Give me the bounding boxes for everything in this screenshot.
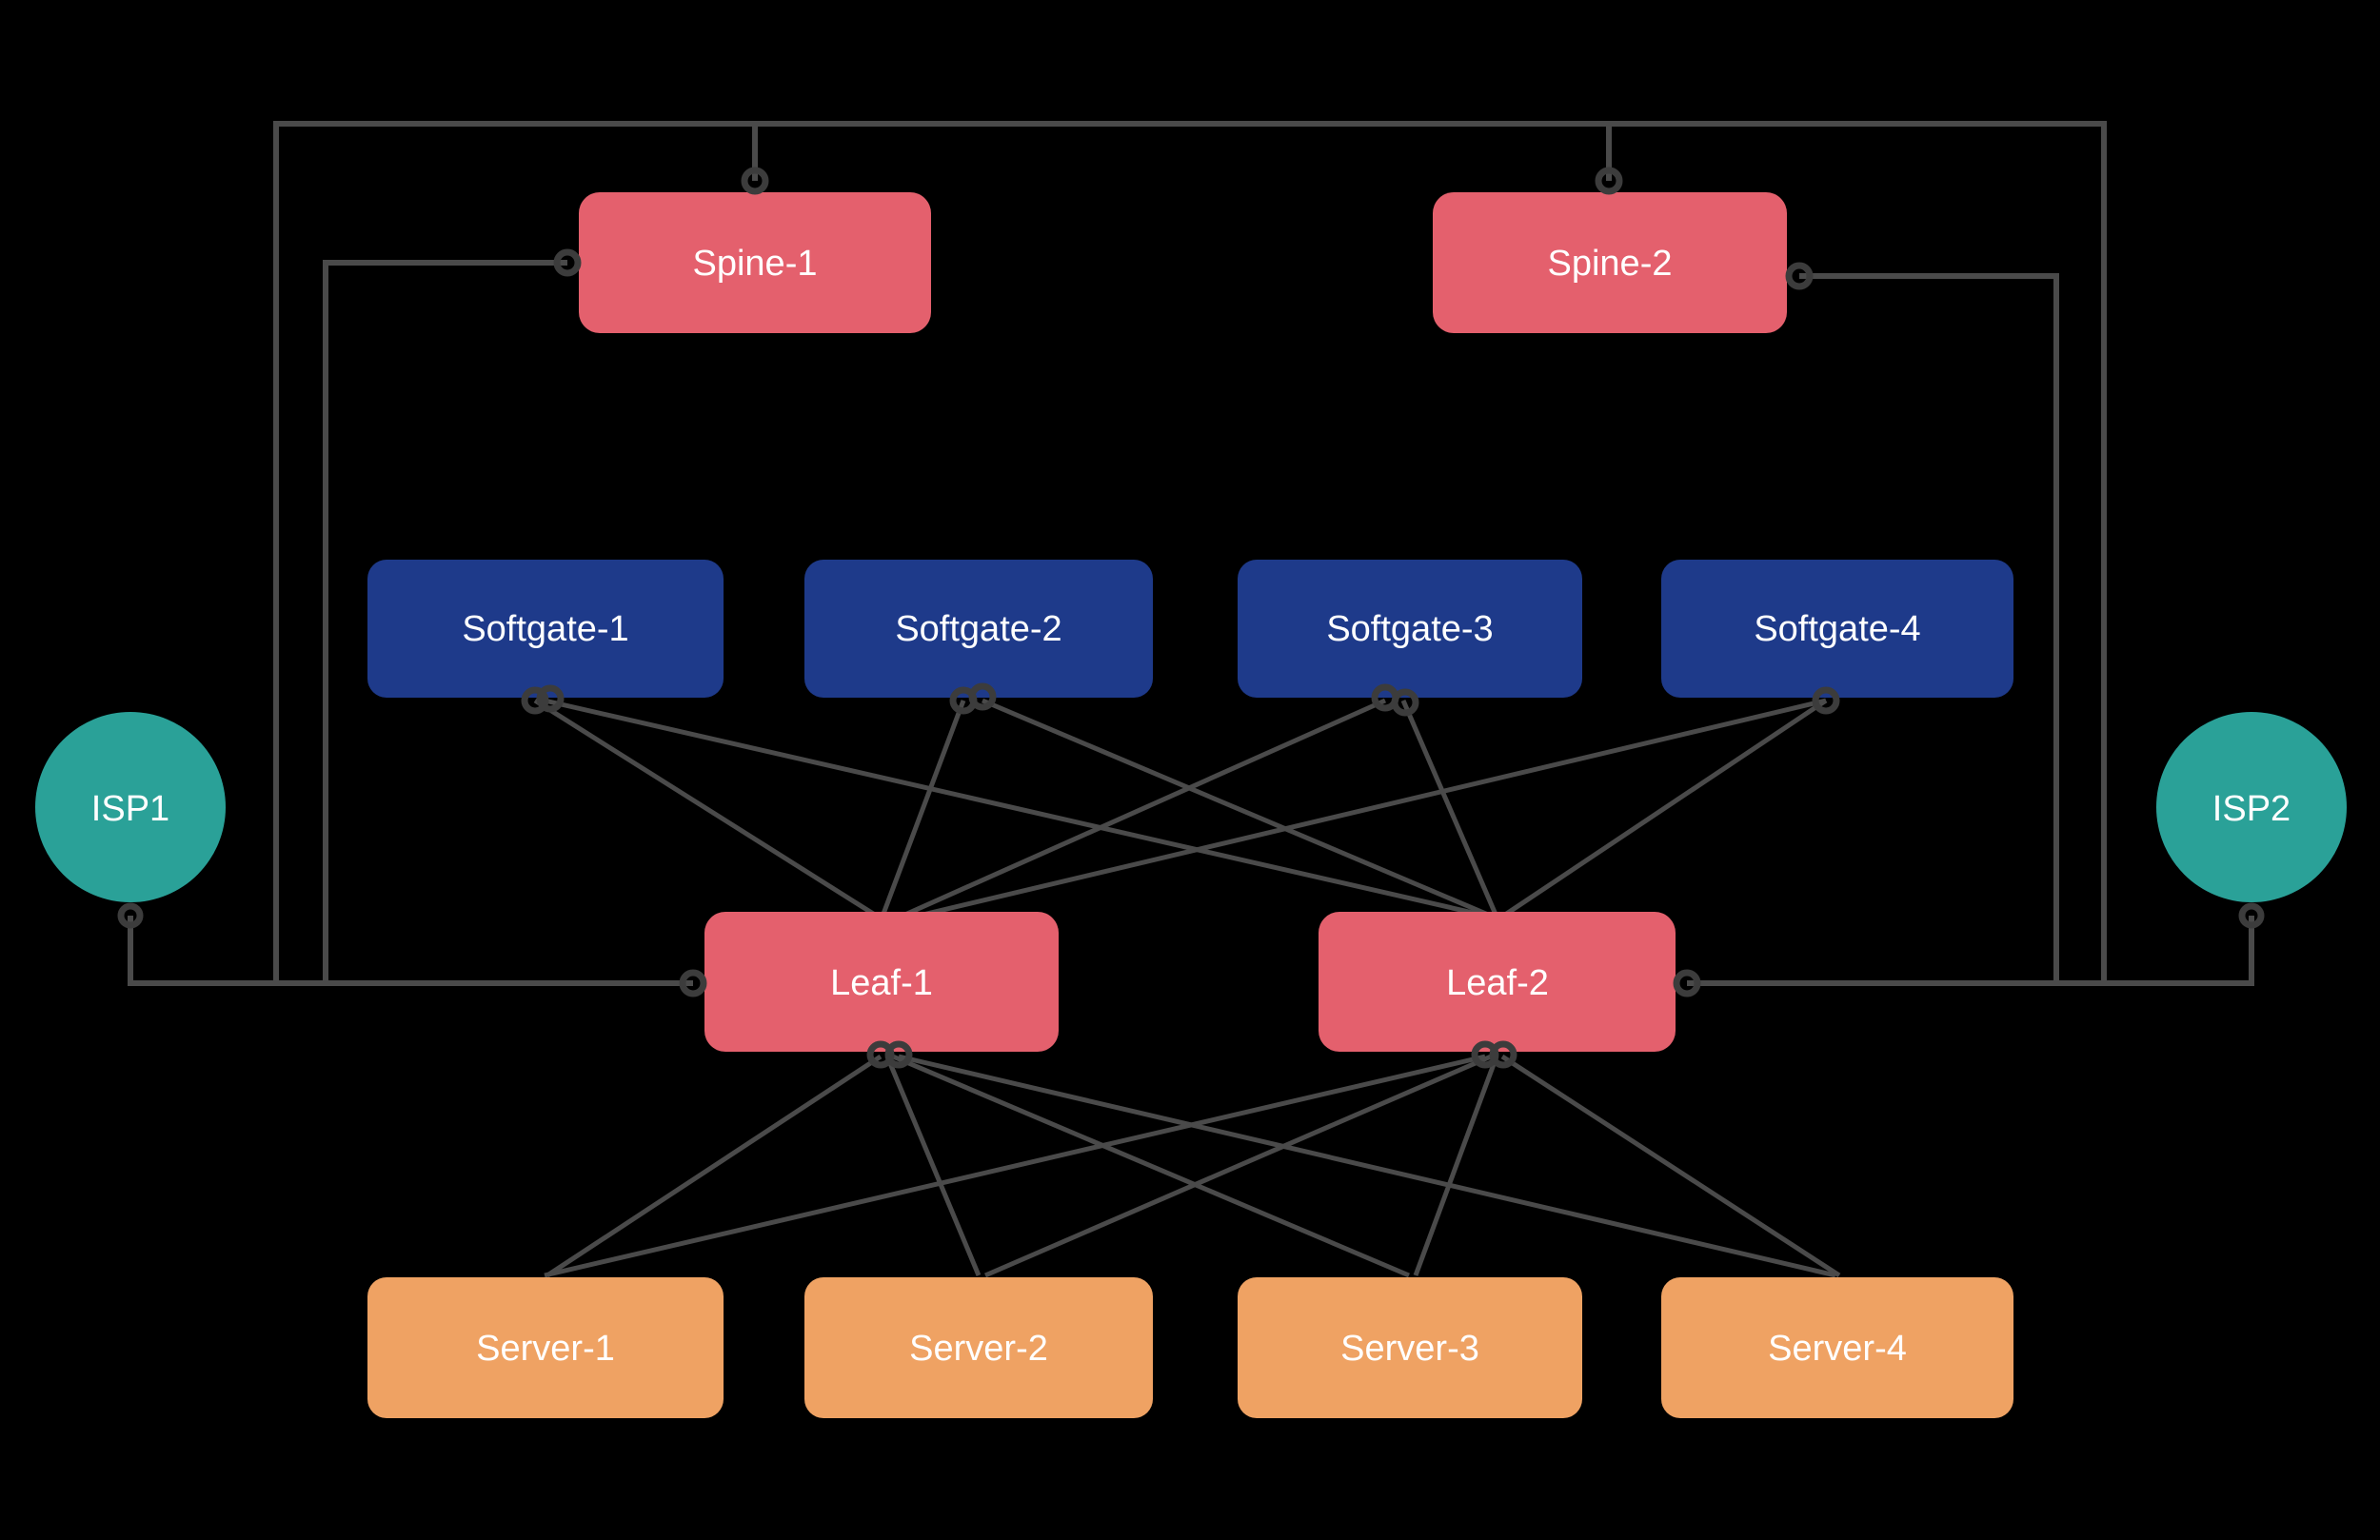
port-leaf2-bottom-b — [1489, 1040, 1517, 1069]
orthogonal-edge-group — [128, 121, 2254, 986]
edge-leaf2-server1 — [544, 1054, 1486, 1278]
node-isp1[interactable]: ISP1 — [35, 712, 226, 902]
leaf2-box[interactable] — [1319, 912, 1676, 1052]
node-softgate4[interactable]: Softgate-4 — [1661, 560, 2013, 698]
node-leaf2[interactable]: Leaf-2 — [1319, 912, 1676, 1052]
softgate3-box[interactable] — [1238, 560, 1582, 698]
edge-softgate4-leaf1 — [894, 698, 1827, 924]
port-softgate1-bottom-b — [536, 684, 565, 713]
port-softgate3-bottom-b — [1391, 688, 1419, 717]
edge-leaf2-server2 — [984, 1054, 1492, 1278]
port-softgate2-bottom-b — [968, 682, 997, 711]
port-leaf1-bottom-b — [884, 1040, 913, 1069]
node-spine2[interactable]: Spine-2 — [1433, 192, 1787, 333]
node-spine1[interactable]: Spine-1 — [579, 192, 931, 333]
edge-leaf2-server4 — [1500, 1054, 1841, 1278]
port-spine1-left — [553, 248, 582, 277]
isp2-circle[interactable] — [2156, 712, 2347, 902]
edge-softgate4-leaf2 — [1500, 698, 1828, 919]
node-isp2[interactable]: ISP2 — [2156, 712, 2347, 902]
edge-leaf1-server2 — [884, 1056, 982, 1276]
port-spine2-right — [1785, 262, 1814, 290]
port-spine1-top — [741, 167, 769, 195]
port-ring-group — [117, 167, 2265, 1069]
edge-softgate3-leaf1 — [888, 698, 1387, 924]
node-softgate1[interactable]: Softgate-1 — [367, 560, 724, 698]
leaf1-box[interactable] — [704, 912, 1059, 1052]
port-isp1-bottom — [117, 902, 144, 929]
port-leaf1-left — [679, 969, 707, 997]
port-leaf2-right — [1673, 969, 1701, 997]
node-server2[interactable]: Server-2 — [804, 1277, 1153, 1418]
edge-spine1-left-rail — [323, 260, 567, 983]
edge-leaf1-server3 — [892, 1054, 1410, 1278]
leaf-server-edge-group — [544, 1054, 1841, 1278]
edge-softgate2-leaf1 — [878, 700, 966, 922]
server4-box[interactable] — [1661, 1277, 2013, 1418]
node-softgate2[interactable]: Softgate-2 — [804, 560, 1153, 698]
node-server1[interactable]: Server-1 — [367, 1277, 724, 1418]
node-softgate3[interactable]: Softgate-3 — [1238, 560, 1582, 698]
server3-box[interactable] — [1238, 1277, 1582, 1418]
softgate-leaf-edge-group — [533, 698, 1828, 924]
port-spine2-top — [1595, 167, 1623, 195]
edge-softgate1-leaf2 — [544, 698, 1491, 919]
port-isp2-bottom — [2238, 902, 2265, 929]
edge-softgate2-leaf2 — [982, 698, 1494, 919]
port-softgate4-bottom — [1812, 686, 1840, 715]
node-server3[interactable]: Server-3 — [1238, 1277, 1582, 1418]
node-server4[interactable]: Server-4 — [1661, 1277, 2013, 1418]
spine2-box[interactable] — [1433, 192, 1787, 333]
edge-leaf2-server3 — [1413, 1056, 1499, 1276]
edge-softgate1-leaf1 — [533, 698, 887, 924]
softgate4-box[interactable] — [1661, 560, 2013, 698]
isp1-circle[interactable] — [35, 712, 226, 902]
softgate1-box[interactable] — [367, 560, 724, 698]
server2-box[interactable] — [804, 1277, 1153, 1418]
spine1-box[interactable] — [579, 192, 931, 333]
edge-leaf1-server1 — [545, 1054, 883, 1278]
edge-leaf1-server4 — [898, 1054, 1836, 1278]
edge-softgate3-leaf2 — [1400, 700, 1499, 918]
softgate2-box[interactable] — [804, 560, 1153, 698]
node-leaf1[interactable]: Leaf-1 — [704, 912, 1059, 1052]
edge-spine2-right-rail — [1799, 273, 2059, 983]
port-softgate1-bottom-a — [521, 686, 549, 715]
server1-box[interactable] — [367, 1277, 724, 1418]
